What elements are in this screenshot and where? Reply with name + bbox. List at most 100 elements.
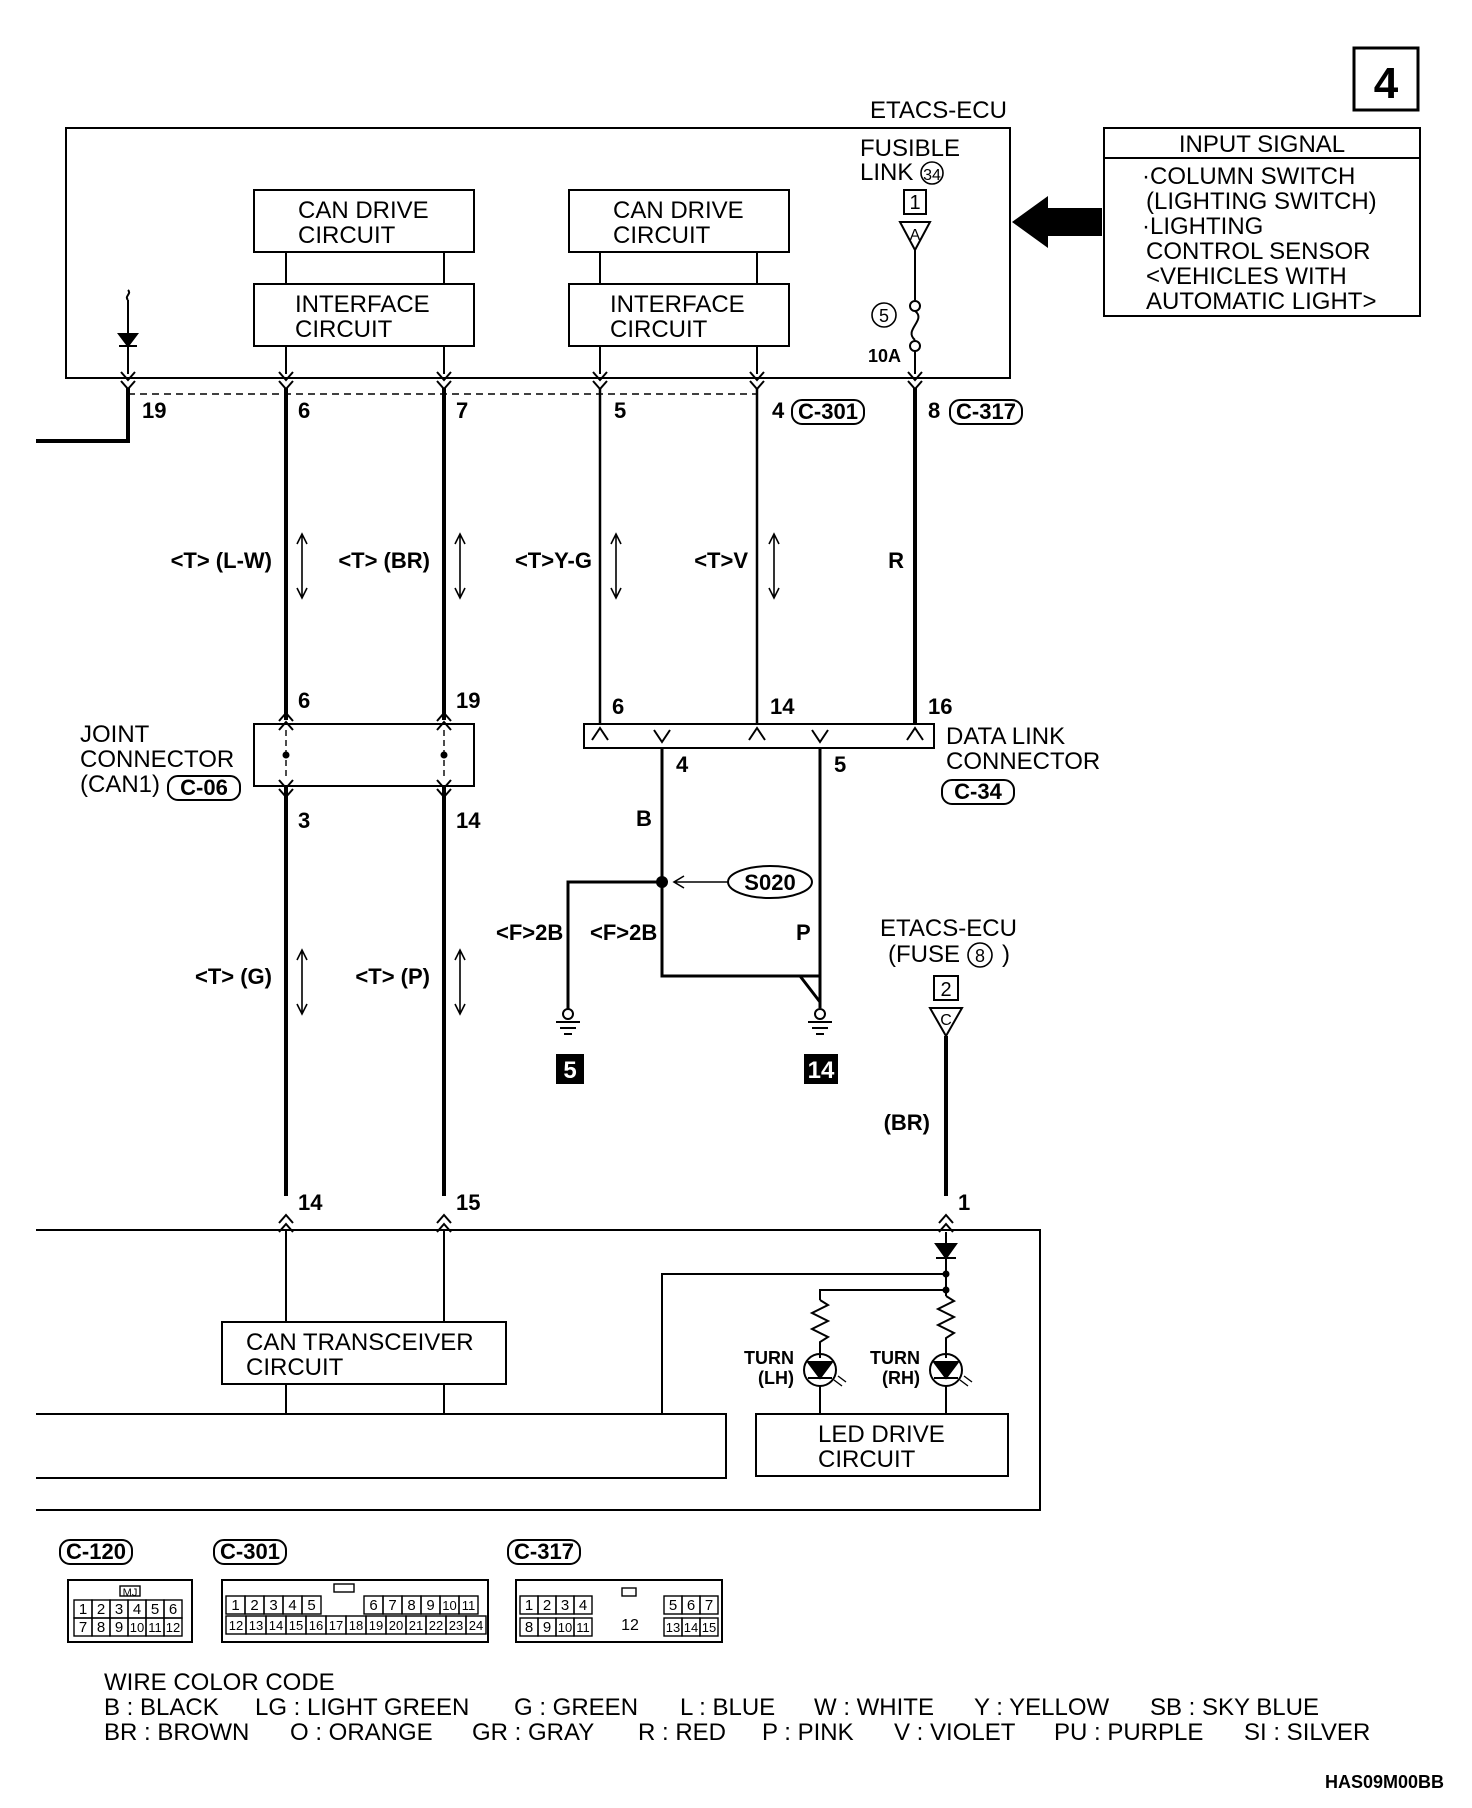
page-number: 4: [1374, 59, 1399, 108]
interface-circuit-2: [568, 283, 790, 347]
wcc-r1-5: Y : YELLOW: [974, 1694, 1110, 1721]
lower-wires: <T> (G) <T> (P) 14 15 1: [195, 786, 970, 1233]
fusible-link-terminal: 1: [909, 192, 920, 214]
input-signal-block: INPUT SIGNAL ·COLUMN SWITCH (LIGHTING SW…: [1012, 127, 1421, 317]
wcc-r1-2: G : GREEN: [514, 1694, 638, 1721]
connector-pin-number: 3: [269, 1597, 277, 1614]
connector-pin-cell: [465, 1615, 487, 1635]
c301-name: C-301: [220, 1539, 280, 1564]
ecu-pin-7: 7: [456, 398, 468, 423]
connector-pin-number: 15: [702, 1620, 716, 1635]
connector-pin-cell: [458, 1595, 479, 1615]
dlc-pin-4: 4: [676, 752, 689, 777]
wire-label-f2b-right: <F>2B: [590, 920, 657, 945]
connector-pin-number: 5: [151, 1601, 159, 1618]
joint-connector: 6 19 JOINT CONNECTOR (CAN1) C-06 3 14: [80, 688, 481, 833]
ecu-pin-8: 8: [928, 398, 940, 423]
joint-pin-14: 14: [456, 808, 481, 833]
connector-pin-number: 2: [250, 1597, 258, 1614]
connector-pin-number: 2: [97, 1601, 105, 1618]
connector-pin-number: 20: [389, 1618, 403, 1633]
wire-label-l-w: <T> (L-W): [171, 548, 272, 573]
wire-label-f2b-left: <F>2B: [496, 920, 563, 945]
wcc-r1-1: LG : LIGHT GREEN: [255, 1694, 469, 1721]
dlc-label-2: CONNECTOR: [946, 748, 1100, 775]
interface-1-line2: CIRCUIT: [295, 316, 393, 343]
connector-pin-number: 24: [469, 1618, 483, 1633]
wire-label-b: B: [636, 806, 652, 831]
connector-pin-number: 9: [426, 1597, 434, 1614]
connector-pin-number: 9: [115, 1619, 123, 1636]
connector-c301-label: C-301: [798, 399, 858, 424]
ground-14: 14: [808, 1057, 835, 1084]
can-drive-2-line1: CAN DRIVE: [613, 197, 744, 224]
turn-rh-line2: (RH): [882, 1368, 920, 1388]
connector-pin-number: 14: [684, 1620, 698, 1635]
connector-pin-number: 21: [409, 1618, 423, 1633]
connector-pin-cell: [699, 1617, 719, 1637]
wire-label-p: P: [796, 920, 811, 945]
etacs-fuse-feed: ETACS-ECU (FUSE 8 ) 2 C (BR): [880, 915, 1017, 1196]
wcc-r2-0: BR : BROWN: [104, 1719, 249, 1746]
interface-2-line1: INTERFACE: [610, 291, 745, 318]
wcc-r2-6: PU : PURPLE: [1054, 1719, 1203, 1746]
connector-pin-number: 18: [349, 1618, 363, 1633]
connector-pin-number: 7: [705, 1597, 713, 1614]
connector-pin-number: 7: [388, 1597, 396, 1614]
wire-label-br-lower: (BR): [884, 1110, 930, 1135]
joint-pin-6: 6: [298, 688, 310, 713]
connector-pin-number: 4: [288, 1597, 296, 1614]
connector-pin-number: 6: [687, 1597, 695, 1614]
dlc-pin-6: 6: [612, 694, 624, 719]
can-drive-circuit-1: [253, 189, 475, 253]
fuse-number: 5: [879, 306, 889, 326]
connector-pin-number: 22: [429, 1618, 443, 1633]
wcc-r2-2: GR : GRAY: [472, 1719, 594, 1746]
turn-rh-line1: TURN: [870, 1348, 920, 1368]
connector-pin-number: 5: [669, 1597, 677, 1614]
wire-pin19: [36, 388, 130, 443]
connector-pin-cell: [573, 1595, 593, 1615]
dlc-pin-16: 16: [928, 694, 952, 719]
dlc-pin-5: 5: [834, 752, 846, 777]
wcc-r2-5: V : VIOLET: [894, 1719, 1016, 1746]
etacs-ecu-title: ETACS-ECU: [870, 97, 1007, 124]
etacs-fuse-number: 8: [975, 946, 985, 966]
connector-pin-number: 7: [79, 1619, 87, 1636]
fusible-link-connector: A: [910, 227, 921, 244]
splice-id: S020: [744, 870, 795, 895]
connector-pin-cell: [573, 1617, 593, 1637]
can-drive-1-line2: CIRCUIT: [298, 222, 396, 249]
wcc-r1-4: W : WHITE: [814, 1694, 934, 1721]
connector-pin-number: 13: [666, 1620, 680, 1635]
connector-pin-number: 4: [579, 1597, 587, 1614]
ecu-pin-19: 19: [142, 398, 166, 423]
connector-pin-number: 1: [525, 1597, 533, 1614]
etacs-fuse-label-2: (FUSE: [888, 941, 960, 968]
connector-pin-number: 10: [558, 1620, 572, 1635]
connector-pin-number: 12: [229, 1618, 243, 1633]
input-line-3: ·LIGHTING: [1142, 213, 1263, 240]
can-transceiver-box: [221, 1321, 507, 1385]
can-drive-2-line2: CIRCUIT: [613, 222, 711, 249]
lower-pin-1: 1: [958, 1190, 970, 1215]
connector-pin-number: 11: [462, 1598, 476, 1613]
input-line-2: (LIGHTING SWITCH): [1146, 188, 1377, 215]
etacs-fuse-terminal: 2: [940, 979, 951, 1001]
diagram-code: HAS09M00BB: [1325, 1772, 1444, 1792]
connector-pin-number: 10: [130, 1620, 144, 1635]
connector-pin-number: 16: [309, 1618, 323, 1633]
upper-wires: <T> (L-W) <T> (BR) <T>Y-G <T>V R: [36, 388, 917, 724]
connector-pin-cell: [301, 1595, 322, 1615]
connector-pin-number: 9: [543, 1619, 551, 1636]
led-drive-line2: CIRCUIT: [818, 1446, 916, 1473]
ground-wires: B S020 <F>2B <F>2B P 5 14: [496, 748, 838, 1084]
page-number-box: 4: [1352, 46, 1420, 112]
can-transceiver-line2: CIRCUIT: [246, 1354, 344, 1381]
turn-lh-line2: (LH): [758, 1368, 794, 1388]
connector-pin-number: 13: [249, 1618, 263, 1633]
etacs-ecu-block: ETACS-ECU CAN DRIVE CIRCUIT INTERFACE CI…: [65, 97, 1011, 379]
dlc-pin-14: 14: [770, 694, 795, 719]
connector-pin-number: 8: [407, 1597, 415, 1614]
